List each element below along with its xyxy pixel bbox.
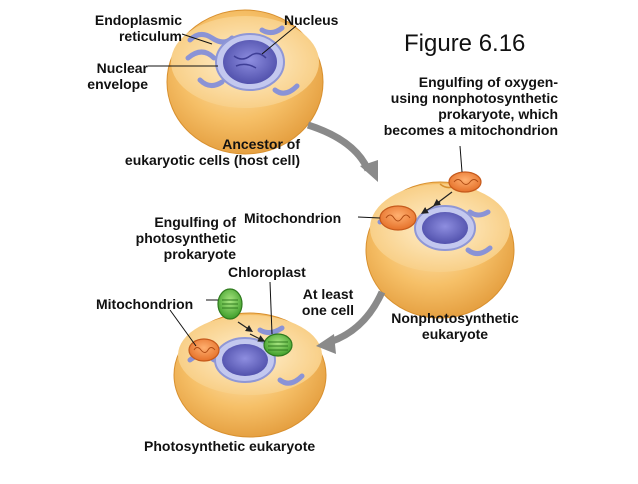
label-at-least-one-cell: At least one cell [301,286,355,318]
label-ancestor: Ancestor of eukaryotic cells (host cell) [124,136,300,168]
ancestor-cell [166,9,324,155]
label-mitochondrion-right: Mitochondrion [244,210,342,226]
process-arrows [306,121,386,354]
leader-lines [148,25,463,347]
figure-title: Figure 6.16 [404,30,526,57]
chloroplast-shape [263,333,293,357]
label-engulfing-oxygen: Engulfing of oxygen- using nonphotosynth… [383,74,558,138]
nucleus-shape [223,40,277,84]
label-chloroplast: Chloroplast [228,264,306,280]
mitochondrion-shape [379,205,417,231]
engulfed-prokaryote-shape [448,171,482,193]
label-endoplasmic-reticulum: Endoplasmic reticulum [94,12,182,44]
label-engulfing-photosynthetic: Engulfing of photosynthetic prokaryote [135,214,236,262]
label-photosynthetic-eukaryote: Photosynthetic eukaryote [144,438,316,454]
photosynthetic-cell [173,288,327,438]
label-mitochondrion-left: Mitochondrion [96,296,194,312]
label-nonphotosynthetic-eukaryote: Nonphotosynthetic eukaryote [391,310,519,342]
label-nuclear-envelope: Nuclear envelope [87,60,148,92]
nonphotosynthetic-cell [365,171,515,319]
label-nucleus: Nucleus [284,12,339,28]
